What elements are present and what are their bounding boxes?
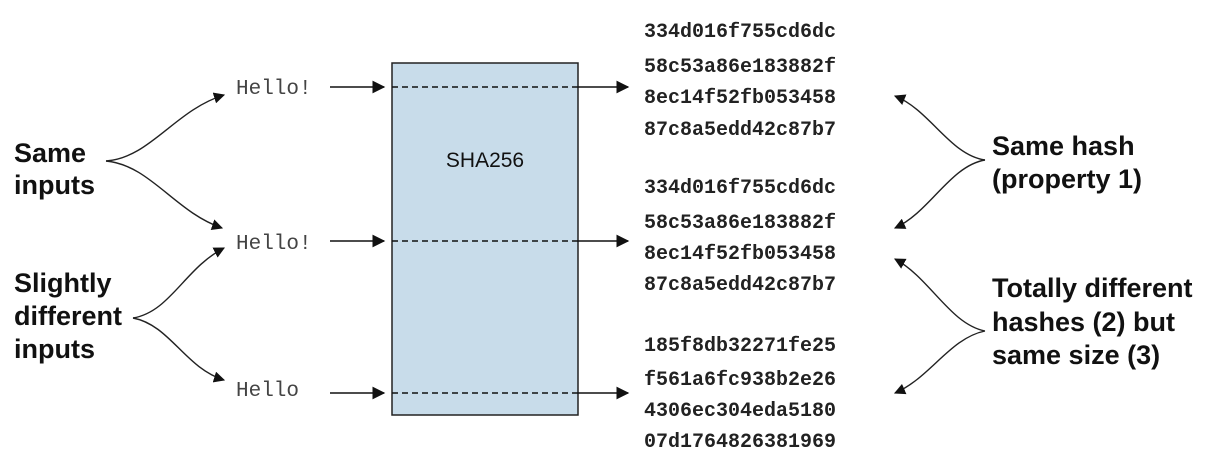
hash-3-line-4: 07d1764826381969 — [644, 431, 836, 454]
different-hashes-curve-up — [894, 258, 986, 332]
hash-2-line-2: 58c53a86e183882f — [644, 212, 836, 235]
different-hashes-label-line1: Totally different — [992, 273, 1193, 303]
hash-2-line-4: 87c8a5edd42c87b7 — [644, 274, 836, 297]
hash-1-line-2: 58c53a86e183882f — [644, 56, 836, 79]
hash-3-line-2: f561a6fc938b2e26 — [644, 369, 836, 392]
input-text-3: Hello — [236, 380, 299, 403]
hash-2-line-1: 334d016f755cd6dc — [644, 177, 836, 200]
hash-1-line-1: 334d016f755cd6dc — [644, 21, 836, 44]
hash-2-line-3: 8ec14f52fb053458 — [644, 243, 836, 266]
same-hash-curve-down — [893, 159, 986, 229]
same-inputs-curve-up — [105, 92, 226, 162]
same-hash-label-line2: (property 1) — [992, 164, 1142, 194]
same-hash-label-line1: Same hash — [992, 131, 1135, 161]
same-inputs-curve-down — [105, 160, 224, 231]
same-inputs-label-line1: Same — [14, 138, 86, 168]
hash-1-line-3: 8ec14f52fb053458 — [644, 87, 836, 110]
hash-3-line-1: 185f8db32271fe25 — [644, 335, 836, 358]
different-inputs-curve-up — [132, 247, 225, 319]
different-hashes-label-line3: same size (3) — [992, 340, 1160, 370]
sha256-box — [391, 62, 579, 416]
slightly-different-label-line1: Slightly — [14, 268, 112, 298]
hash-1-line-4: 87c8a5edd42c87b7 — [644, 119, 836, 142]
same-hash-curve-up — [893, 94, 986, 161]
slightly-different-label-line2: different — [14, 301, 122, 331]
input-text-2: Hello! — [236, 233, 312, 256]
sha256-label: SHA256 — [446, 149, 524, 172]
different-hashes-curve-down — [893, 330, 986, 395]
same-inputs-label-line2: inputs — [14, 170, 95, 200]
input-text-1: Hello! — [236, 78, 312, 101]
slightly-different-label-line3: inputs — [14, 334, 95, 364]
hash-3-line-3: 4306ec304eda5180 — [644, 400, 836, 423]
different-hashes-label-line2: hashes (2) but — [992, 307, 1175, 337]
different-inputs-curve-down — [132, 317, 226, 383]
